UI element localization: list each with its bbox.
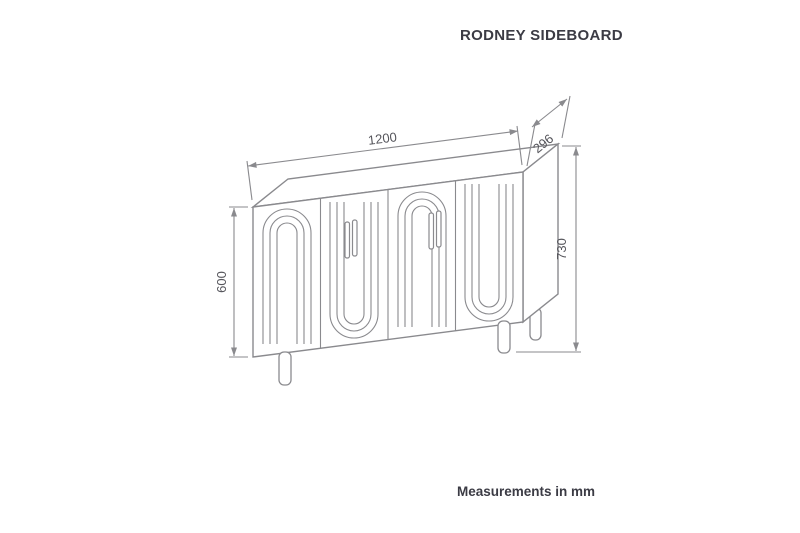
measurements-note: Measurements in mm xyxy=(457,484,596,499)
dimension-height: 730 xyxy=(516,145,581,353)
handle-right-bar-1 xyxy=(428,212,435,250)
door-handles xyxy=(344,210,442,259)
cabinet-legs-front xyxy=(278,320,511,386)
page-title: RODNEY SIDEBOARD xyxy=(460,27,623,44)
dimension-width-label: 1200 xyxy=(367,129,398,148)
dimension-body-height: 600 xyxy=(214,206,248,358)
cabinet-leg-front-left xyxy=(278,351,292,386)
door4-arc-inner xyxy=(478,184,500,308)
door2-arc-outer xyxy=(329,202,379,339)
handle-right-bar-2 xyxy=(435,210,442,248)
dimension-body-height-label: 600 xyxy=(214,271,229,293)
cabinet-leg-front-right xyxy=(497,320,511,354)
door4-arc-mid xyxy=(471,184,507,315)
dim-width-extension-left xyxy=(246,160,253,201)
dim-depth-line xyxy=(531,98,568,128)
dim-depth-extension-front xyxy=(526,123,536,167)
cabinet-side-face xyxy=(522,142,559,324)
door-dividers xyxy=(319,180,457,349)
handle-left-bar-2 xyxy=(351,219,358,257)
door1-arc-outer xyxy=(262,208,312,344)
door4-arc-outer xyxy=(464,184,514,322)
door2-arc-inner xyxy=(343,202,365,325)
door3-arc-outer xyxy=(397,191,447,327)
handle-left-bar-1 xyxy=(344,221,351,259)
dimension-height-label: 730 xyxy=(554,238,569,260)
door1-arc-mid xyxy=(269,215,305,344)
door1-arc-inner xyxy=(276,222,298,344)
door2-arc-mid xyxy=(336,202,372,332)
dimension-width: 1200 xyxy=(246,125,523,201)
dim-width-line xyxy=(247,129,519,168)
